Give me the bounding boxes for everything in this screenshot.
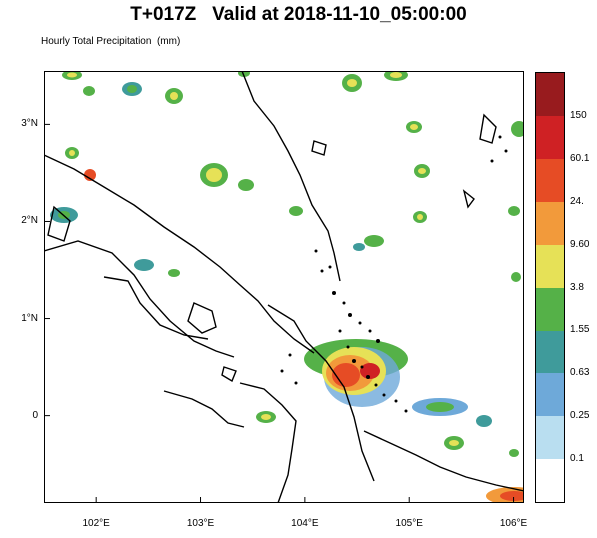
colorbar-segment — [536, 201, 564, 245]
colorbar-segment — [536, 158, 564, 202]
map-frame — [44, 71, 524, 503]
colorbar-tick-label: 0.63 — [570, 367, 590, 379]
colorbar-segment — [536, 330, 564, 374]
map-title: T+017Z Valid at 2018-11-10_05:00:00 — [130, 4, 467, 25]
latitude-tick-label: 3°N — [21, 118, 38, 130]
colorbar-tick-label: 24. — [570, 195, 584, 207]
latitude-tick-label: 0 — [32, 409, 38, 421]
latitude-tick-label: 2°N — [21, 215, 38, 227]
colorbar-segment — [536, 244, 564, 288]
colorbar-segment — [536, 459, 564, 503]
colorbar-tick-label: 0.25 — [570, 410, 590, 422]
colorbar-tick-label: 0.1 — [570, 453, 584, 465]
colorbar-tick-label: 150 — [570, 109, 587, 121]
longitude-tick-label: 102°E — [82, 518, 110, 529]
map-subtitle: Hourly Total Precipitation (mm) — [41, 36, 181, 47]
colorbar-segment — [536, 287, 564, 331]
colorbar — [535, 72, 565, 503]
colorbar-tick-label: 3.8 — [570, 281, 584, 293]
colorbar-tick-label: 1.55 — [570, 324, 590, 336]
longitude-tick-label: 104°E — [291, 518, 319, 529]
colorbar-segment — [536, 373, 564, 417]
precipitation-map — [44, 71, 524, 503]
longitude-tick-label: 103°E — [186, 518, 215, 529]
colorbar-tick-label: 60.1 — [570, 152, 590, 164]
colorbar-segment — [536, 416, 564, 460]
colorbar-tick-label: 9.60 — [570, 238, 590, 250]
island-clusters — [280, 135, 508, 413]
colorbar-segment — [536, 115, 564, 159]
longitude-tick-label: 105°E — [395, 518, 423, 529]
tick-marks — [44, 123, 515, 503]
coastlines — [44, 71, 524, 503]
colorbar-segment — [536, 73, 564, 116]
latitude-tick-label: 1°N — [21, 312, 38, 324]
precipitation-cells — [50, 71, 524, 503]
longitude-tick-label: 106°E — [499, 518, 528, 529]
